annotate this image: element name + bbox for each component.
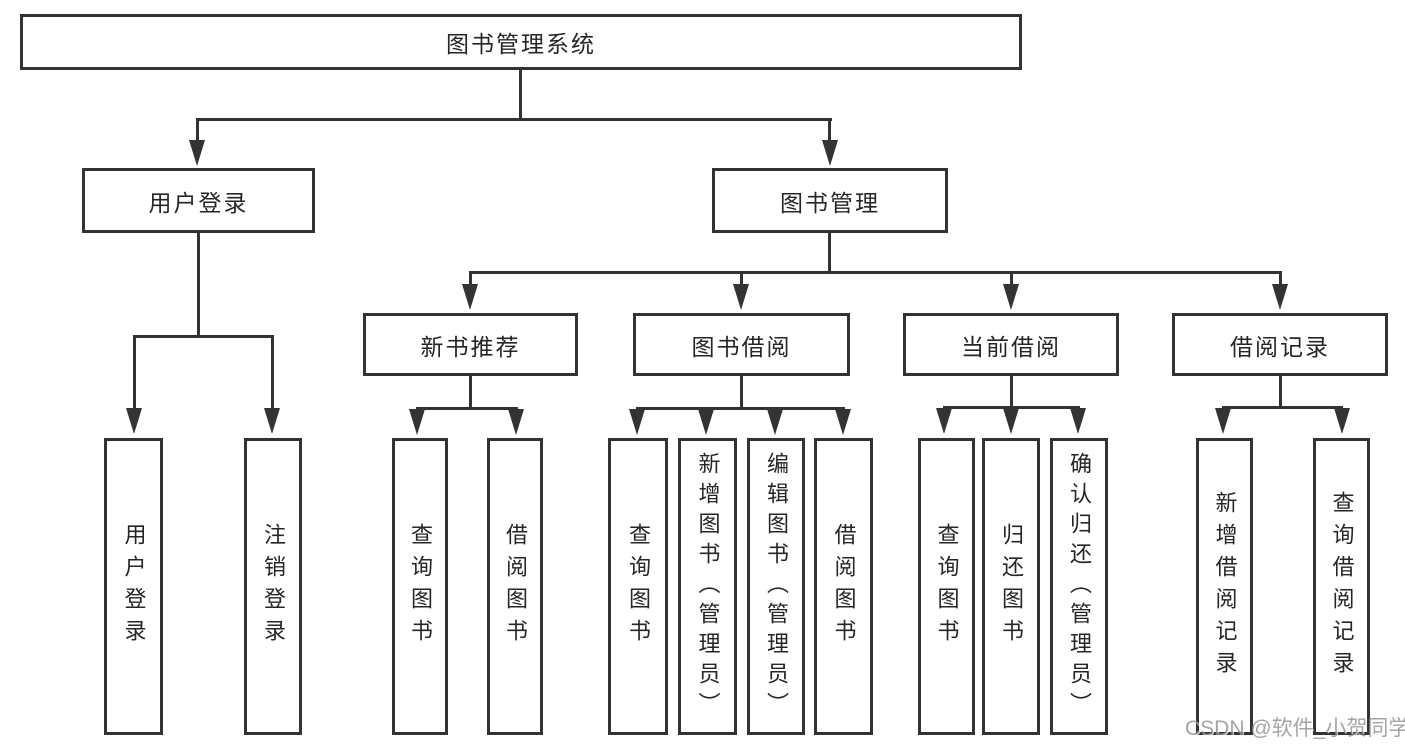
node-user-login: 用户登录: [82, 168, 315, 233]
connector-root-stem: [519, 70, 522, 118]
connector-drop-user-login: [196, 118, 199, 144]
leaf-confirm-return-admin: 确认归还（管理员）: [1050, 438, 1108, 735]
node-label: 用户登录: [148, 189, 249, 216]
connector-drop-book-borrow: [740, 271, 743, 287]
leaf-label: 确认归还（管理员）: [1067, 451, 1092, 722]
leaf-label: 查询图书: [626, 522, 651, 651]
leaf-label: 新增借阅记录: [1212, 490, 1238, 683]
leaf-query-books-borrowing: 查询图书: [608, 438, 668, 735]
node-new-book-recommend: 新书推荐: [363, 313, 578, 376]
node-label: 图书管理: [780, 189, 880, 216]
connector-drop-login-leaf: [133, 335, 136, 411]
leaf-add-borrow-record: 新增借阅记录: [1196, 438, 1253, 735]
arrowhead-current-borrow: [1003, 284, 1019, 310]
leaf-label: 归还图书: [999, 522, 1024, 651]
leaf-borrow-books-borrowing: 借阅图书: [814, 438, 873, 735]
connector-drop-book-management: [828, 118, 831, 144]
connector-drop-borrow-records: [1279, 271, 1282, 287]
connector-current-borrow-stem: [1010, 376, 1013, 406]
leaf-query-books-current: 查询图书: [918, 438, 975, 735]
leaf-label: 新增图书（管理员）: [695, 451, 721, 722]
connector-current-borrow-rail: [943, 406, 1080, 409]
arrowhead-book-management: [822, 140, 838, 166]
arrowhead-user-login: [189, 140, 205, 166]
connector-root-rail: [196, 118, 832, 121]
leaf-label: 注销登录: [261, 522, 286, 651]
connector-book-management-stem: [828, 233, 831, 271]
arrowhead-edit-books: [767, 409, 783, 435]
node-library-management-system: 图书管理系统: [20, 14, 1022, 70]
arrowhead-add-borrow-record: [1215, 408, 1231, 434]
arrowhead-add-books: [698, 409, 714, 435]
connector-drop-logout-leaf: [271, 335, 274, 411]
connector-new-books-stem: [469, 376, 472, 407]
csdn-watermark: CSDN @软件_小贺同学: [1185, 717, 1405, 740]
leaf-label: 借阅图书: [831, 522, 857, 651]
node-label: 图书管理系统: [446, 31, 596, 57]
connector-new-books-rail: [416, 407, 518, 410]
arrowhead-logout-leaf: [264, 408, 280, 434]
arrowhead-book-borrow: [733, 284, 749, 310]
leaf-user-login: 用户登录: [104, 438, 163, 735]
arrowhead-return-books: [1003, 408, 1019, 434]
arrowhead-borrow-books-1: [508, 409, 524, 435]
leaf-add-books-admin: 新增图书（管理员）: [678, 438, 737, 735]
connector-borrow-records-stem: [1279, 376, 1282, 406]
arrowhead-query-books-2: [629, 409, 645, 435]
connector-borrow-records-rail: [1222, 406, 1343, 409]
node-label: 新书推荐: [420, 333, 521, 360]
connector-book-borrow-rail: [636, 407, 845, 410]
node-label: 借阅记录: [1230, 333, 1330, 360]
leaf-query-books-recommend: 查询图书: [392, 438, 448, 735]
arrowhead-login-leaf: [126, 408, 142, 434]
leaf-query-borrow-record: 查询借阅记录: [1313, 438, 1370, 735]
connector-book-borrow-stem: [740, 376, 743, 407]
arrowhead-query-borrow-record: [1334, 408, 1350, 434]
node-book-management: 图书管理: [712, 168, 948, 233]
arrowhead-confirm-return: [1070, 408, 1086, 434]
connector-drop-new-books: [469, 271, 472, 287]
arrowhead-new-books: [462, 284, 478, 310]
leaf-label: 查询借阅记录: [1329, 490, 1355, 683]
connector-user-login-rail: [133, 335, 274, 338]
leaf-label: 编辑图书（管理员）: [764, 451, 789, 722]
node-label: 当前借阅: [961, 333, 1061, 360]
leaf-return-books: 归还图书: [982, 438, 1040, 735]
leaf-label: 借阅图书: [503, 522, 528, 651]
leaf-borrow-books-recommend: 借阅图书: [487, 438, 543, 735]
node-borrowing-records: 借阅记录: [1172, 313, 1388, 376]
arrowhead-borrow-books-2: [835, 409, 851, 435]
node-label: 图书借阅: [691, 333, 792, 360]
connector-book-management-rail: [469, 271, 1282, 274]
leaf-label: 用户登录: [121, 522, 147, 651]
node-book-borrowing: 图书借阅: [633, 313, 850, 376]
leaf-logout: 注销登录: [244, 438, 302, 735]
arrowhead-query-books-3: [936, 408, 952, 434]
leaf-edit-books-admin: 编辑图书（管理员）: [747, 438, 805, 735]
leaf-label: 查询图书: [408, 522, 433, 651]
leaf-label: 查询图书: [934, 522, 960, 651]
node-current-borrowing: 当前借阅: [903, 313, 1119, 376]
arrowhead-query-books-1: [409, 409, 425, 435]
connector-user-login-stem: [197, 233, 200, 335]
arrowhead-borrow-records: [1272, 284, 1288, 310]
connector-drop-current-borrow: [1010, 271, 1013, 287]
